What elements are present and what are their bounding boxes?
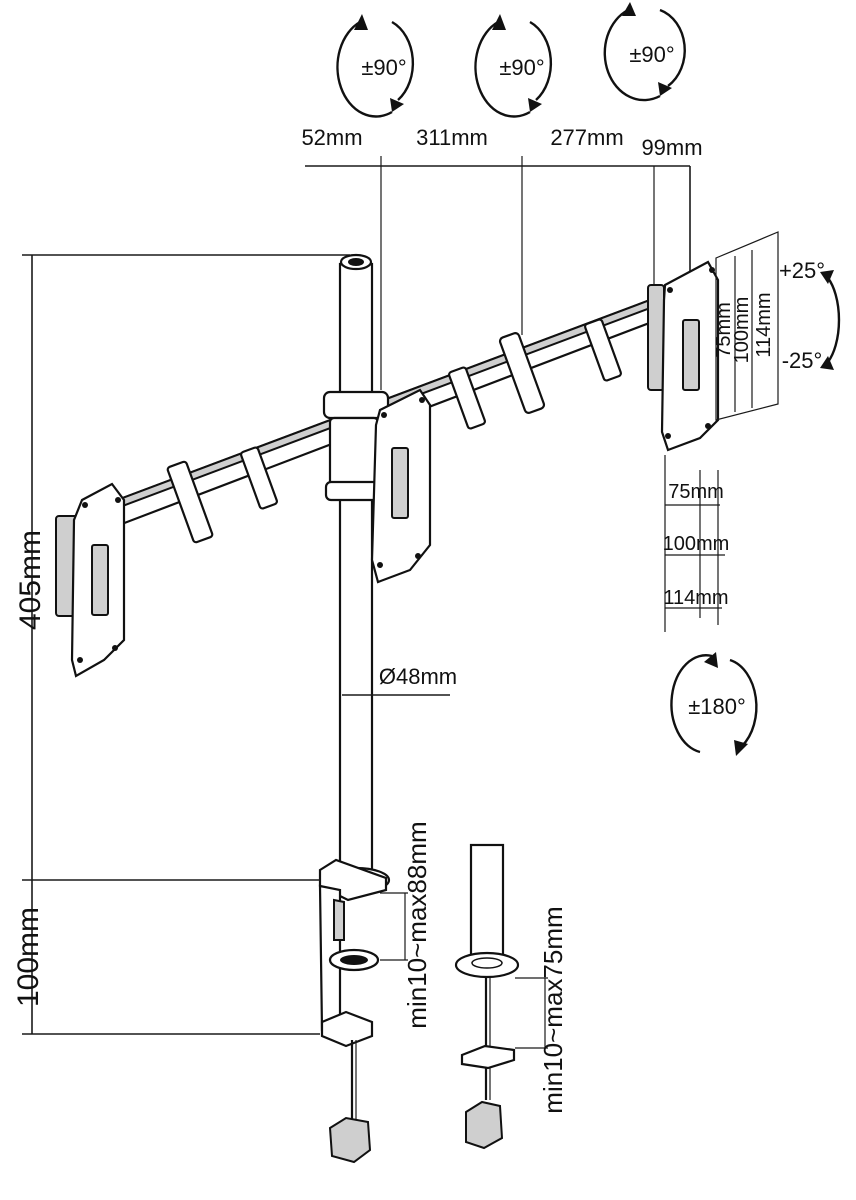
dim-311mm: 311mm <box>416 125 488 150</box>
pole-height-dimension: 405mm <box>14 254 350 880</box>
swivel-indicator-right: ±90° <box>603 2 686 102</box>
swivel-label-mid: ±90° <box>499 55 544 80</box>
dim-side-75mm: 75mm <box>713 302 735 358</box>
dim-side-114mm: 114mm <box>753 292 775 357</box>
dim-grommet-range: min10~max75mm <box>538 906 568 1113</box>
clamp-range-dimension: min10~max88mm <box>380 821 432 1029</box>
vesa-side-dimensions: 75mm 100mm 114mm <box>713 231 779 421</box>
dim-277mm: 277mm <box>550 125 623 150</box>
desk-clamp <box>318 858 391 1164</box>
dim-99mm: 99mm <box>641 135 702 160</box>
dim-bottom-75mm: 75mm <box>668 481 724 503</box>
tilt-indicator: +25° -25° <box>779 258 841 373</box>
rotate-label: ±180° <box>688 694 746 719</box>
pole <box>338 253 374 886</box>
grommet-mount <box>454 843 520 1150</box>
clamp-height-dimension: 100mm <box>12 879 320 1035</box>
vesa-plate-left <box>55 482 126 678</box>
dim-diameter: Ø48mm <box>379 664 457 689</box>
rotate-indicator: ±180° <box>670 652 758 756</box>
swivel-label-left: ±90° <box>361 55 406 80</box>
grommet-range-dimension: min10~max75mm <box>515 906 568 1114</box>
pole-diameter-dimension: Ø48mm <box>342 664 457 696</box>
top-dimension: 52mm 311mm 277mm 99mm <box>301 125 703 390</box>
dim-52mm: 52mm <box>301 125 362 150</box>
dim-clamp-range: min10~max88mm <box>402 821 432 1028</box>
dim-bottom-114mm: 114mm <box>663 587 728 609</box>
vesa-plate-middle <box>370 388 432 584</box>
center-hub <box>322 390 390 502</box>
dim-side-100mm: 100mm <box>731 297 753 364</box>
swivel-indicator-mid: ±90° <box>474 14 553 118</box>
dim-bottom-100mm: 100mm <box>663 533 730 555</box>
swivel-label-right: ±90° <box>629 42 674 67</box>
vesa-plate-right <box>647 260 720 452</box>
dim-405mm: 405mm <box>14 530 47 630</box>
tilt-down-label: -25° <box>782 348 823 373</box>
dim-100mm: 100mm <box>12 907 45 1007</box>
vesa-bottom-dimensions: 75mm 100mm 114mm <box>663 455 730 632</box>
tilt-up-label: +25° <box>779 258 825 283</box>
swivel-indicator-left: ±90° <box>336 14 415 118</box>
